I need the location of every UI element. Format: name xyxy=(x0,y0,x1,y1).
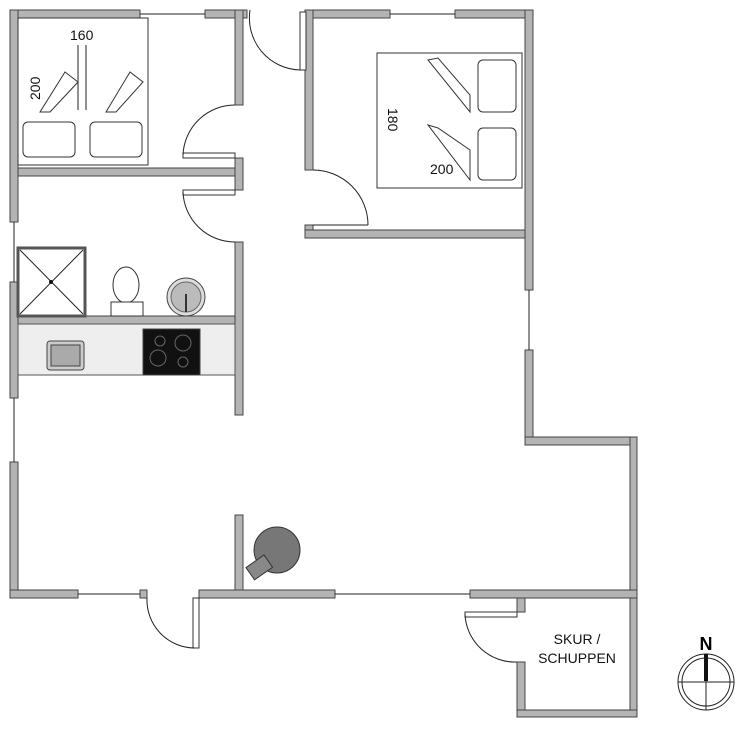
compass-icon: N xyxy=(677,634,735,711)
bed-2: 180 200 xyxy=(376,52,523,189)
bed-2-length: 200 xyxy=(430,161,454,177)
shed-label-line2: SCHUPPEN xyxy=(538,650,616,666)
doors xyxy=(146,9,518,663)
shed-label: SKUR / SCHUPPEN xyxy=(538,631,616,666)
shed-label-line1: SKUR / xyxy=(554,631,601,647)
walls xyxy=(9,9,638,718)
bed-1-length: 200 xyxy=(27,76,43,100)
shower xyxy=(16,246,87,318)
stove-hob xyxy=(142,328,201,376)
wood-stove xyxy=(245,526,301,581)
bed-1: 160 200 xyxy=(17,17,149,166)
kitchen-counter xyxy=(17,323,236,376)
bed-2-width: 180 xyxy=(385,108,401,132)
washbasin xyxy=(166,277,206,317)
compass-north-label: N xyxy=(700,634,713,654)
toilet xyxy=(110,266,144,317)
bed-1-width: 160 xyxy=(70,27,94,43)
windows xyxy=(13,13,530,595)
